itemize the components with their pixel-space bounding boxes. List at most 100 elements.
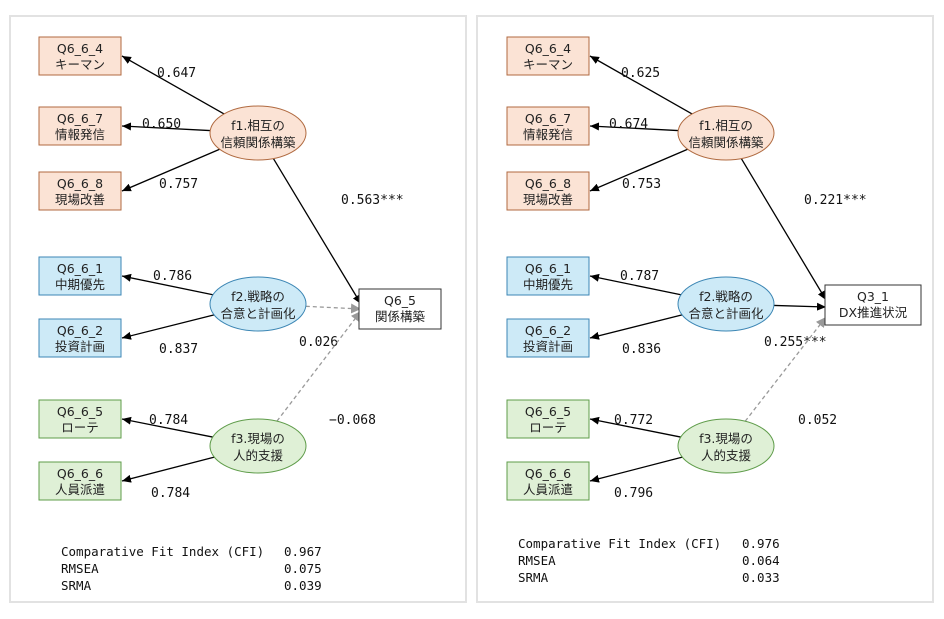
factor-label: 人的支援: [701, 448, 752, 463]
loading-value: 0.757: [159, 177, 198, 192]
indicator-code: Q6_6_2: [525, 323, 571, 338]
indicator-box: [38, 318, 122, 358]
structural-path: [740, 158, 827, 301]
loading-arrow: [121, 148, 220, 192]
indicator-box: [38, 171, 122, 211]
indicator-box: [38, 399, 122, 439]
indicator-label: ローテ: [61, 420, 99, 435]
fit-index-name: RMSEA: [518, 553, 556, 568]
indicator-box: [38, 256, 122, 296]
fit-index-name: Comparative Fit Index (CFI): [518, 536, 721, 551]
indicator-box: [506, 318, 590, 358]
outcome-box: [824, 284, 922, 326]
loading-arrow: [121, 122, 211, 132]
loading-arrow: [121, 314, 215, 340]
fit-index-name: SRMA: [61, 578, 92, 593]
loading-arrow: [589, 456, 683, 483]
indicator-box: [506, 399, 590, 439]
indicator-label: 人員派遣: [523, 482, 573, 497]
fit-index-name: Comparative Fit Index (CFI): [61, 544, 264, 559]
loading-value: 0.796: [614, 486, 653, 501]
loading-value: 0.787: [620, 269, 659, 284]
indicator-code: Q6_6_8: [525, 176, 571, 191]
factor-label: 信頼関係構築: [688, 135, 764, 150]
fit-index-value: 0.075: [284, 561, 322, 576]
indicator-label: 中期優先: [55, 277, 105, 292]
indicator-code: Q6_6_8: [57, 176, 103, 191]
latent-factor-ellipse: [677, 105, 775, 161]
factor-label: 合意と計画化: [220, 306, 296, 321]
indicator-box: [38, 106, 122, 146]
fit-index-value: 0.039: [284, 578, 322, 593]
indicator-label: 投資計画: [55, 339, 105, 354]
loading-arrow: [589, 122, 679, 132]
structural-path: [305, 303, 362, 314]
path-diagram-right: 0.6250.6740.7530.7870.8360.7720.796Q6_6_…: [506, 36, 922, 585]
indicator-code: Q6_6_4: [525, 41, 571, 56]
factor-label: 合意と計画化: [688, 306, 764, 321]
fit-index-value: 0.967: [284, 544, 322, 559]
indicator-label: 現場改善: [523, 192, 573, 207]
structural-path: [272, 158, 362, 305]
loading-value: 0.674: [609, 117, 648, 132]
fit-index-name: SRMA: [518, 570, 549, 585]
outcome-box: [358, 288, 442, 330]
latent-factor-ellipse: [209, 105, 307, 161]
indicator-label: 中期優先: [523, 277, 573, 292]
factor-label: f2.戦略の: [231, 289, 285, 304]
outcome-code: Q3_1: [857, 289, 889, 304]
loading-arrow: [589, 148, 688, 192]
indicator-box: [506, 36, 590, 76]
indicator-box: [38, 461, 122, 501]
path-coefficient: 0.026: [299, 335, 338, 350]
loading-arrow: [121, 456, 215, 483]
factor-label: f1.相互の: [699, 118, 753, 133]
indicator-label: キーマン: [55, 57, 105, 72]
path-coefficient: −0.068: [329, 413, 376, 428]
structural-path: [744, 316, 827, 422]
indicator-code: Q6_6_7: [525, 111, 571, 126]
fit-index-name: RMSEA: [61, 561, 99, 576]
loading-arrow: [589, 55, 693, 115]
indicator-code: Q6_6_1: [57, 261, 103, 276]
loading-value: 0.772: [614, 413, 653, 428]
factor-label: f2.戦略の: [699, 289, 753, 304]
outcome-label: 関係構築: [375, 309, 426, 324]
indicator-box: [506, 461, 590, 501]
loading-value: 0.784: [149, 413, 188, 428]
loading-arrow: [589, 416, 681, 438]
loading-arrow: [121, 273, 214, 296]
indicator-code: Q6_6_6: [525, 466, 571, 481]
indicator-box: [506, 171, 590, 211]
path-coefficient: 0.221***: [804, 193, 867, 208]
factor-label: 人的支援: [233, 448, 284, 463]
factor-label: 信頼関係構築: [220, 135, 296, 150]
indicator-label: 情報発信: [523, 127, 573, 142]
loading-value: 0.647: [157, 66, 196, 81]
indicator-label: キーマン: [523, 57, 573, 72]
loading-value: 0.753: [622, 177, 661, 192]
loading-value: 0.784: [151, 486, 190, 501]
latent-factor-ellipse: [209, 418, 307, 474]
indicator-code: Q6_6_7: [57, 111, 103, 126]
latent-factor-ellipse: [677, 418, 775, 474]
latent-factor-ellipse: [677, 276, 775, 332]
fit-index-value: 0.033: [742, 570, 780, 585]
indicator-box: [506, 256, 590, 296]
fit-index-value: 0.064: [742, 553, 780, 568]
loading-value: 0.786: [153, 269, 192, 284]
loading-arrow: [121, 55, 225, 115]
indicator-box: [506, 106, 590, 146]
loading-value: 0.625: [621, 66, 660, 81]
latent-factor-ellipse: [209, 276, 307, 332]
outcome-code: Q6_5: [384, 293, 416, 308]
indicator-label: 投資計画: [523, 339, 573, 354]
loading-arrow: [121, 416, 213, 438]
path-diagram-left: 0.6470.6500.7570.7860.8370.7840.784Q6_6_…: [38, 36, 442, 593]
indicator-label: 人員派遣: [55, 482, 105, 497]
outcome-label: DX推進状況: [839, 305, 908, 320]
loading-arrow: [589, 314, 683, 340]
path-coefficient: 0.052: [798, 413, 837, 428]
